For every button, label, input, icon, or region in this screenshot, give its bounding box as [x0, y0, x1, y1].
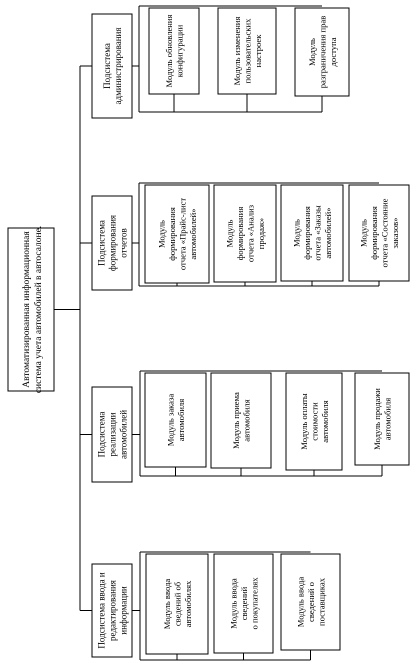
module-label: Модуль вводасведений обавтомобилях — [162, 579, 193, 630]
module-label-line: автомобиля — [320, 400, 330, 442]
module-label-line: автомобилей» — [188, 208, 198, 259]
module-label-line: Модуль — [292, 219, 302, 247]
module-label: Модуль заказаавтомобиля — [166, 394, 187, 447]
module-label-line: сведений о — [306, 582, 316, 622]
module-label-line: отчета «Анализ — [246, 204, 256, 262]
module-label-line: отчета «Прайс-лист — [178, 198, 188, 270]
subsystem-box — [91, 563, 133, 658]
module-label: Модульформированияотчета «Состояниезаказ… — [359, 198, 401, 267]
subsystem-label-line: Подсистема — [97, 220, 107, 266]
module-box — [145, 553, 209, 655]
subsystem-box — [91, 13, 133, 119]
module-box — [285, 372, 343, 471]
module-label-line: Модуль ввода — [295, 577, 305, 628]
subsystem-label: Подсистема ввода иредактированияинформац… — [97, 572, 129, 648]
module-label-line: Модуль — [307, 38, 317, 66]
module-label-line: Модуль продажи — [372, 388, 382, 450]
subsystem-label-line: редактирования — [108, 580, 118, 641]
root-label-line: система учета автомобилей в автосалоне. — [33, 226, 44, 393]
module-label-line: заказов» — [390, 217, 400, 248]
module-label-line: Модуль обновления — [164, 15, 174, 88]
subsystem-label-line: отчетов — [119, 228, 129, 257]
module-label-line: автомобиля — [242, 399, 252, 441]
module-label-line: автомобиля — [383, 398, 393, 440]
module-label-line: Модуль — [359, 219, 369, 247]
subsystem-label: Подсистемареализацииавтомобилей — [97, 410, 129, 459]
module-label: Модульформированияотчета «Прайс-листавто… — [157, 198, 199, 270]
module-label-line: автомобиля — [176, 399, 186, 441]
module-box — [144, 372, 207, 468]
module-label-line: сведений — [239, 586, 249, 620]
module-label-line: Модуль оплаты — [299, 393, 309, 450]
module-label-line: Модуль ввода — [228, 578, 238, 629]
subsystem-box — [91, 195, 133, 291]
root-box — [7, 227, 55, 392]
subsystem-label-line: Подсистема — [97, 412, 107, 458]
module-label: Модуль приемаавтомобиля — [231, 392, 252, 449]
root-label-line: Автоматизированная информационная — [21, 231, 32, 388]
subsystem-label: Подсистемаформированияотчетов — [97, 215, 129, 271]
module-box — [144, 184, 210, 284]
module-label: Модуль оплатыстоимостиавтомобиля — [299, 393, 330, 450]
module-label: Модульформированияотчета «Заказыавтомоби… — [292, 205, 334, 261]
module-label-line: автомобилей» — [323, 207, 333, 258]
module-label-line: отчета «Состояние — [380, 198, 390, 267]
module-label-line: о покупателях — [249, 577, 259, 630]
subsystem-label-line: формирования — [108, 215, 118, 271]
module-box — [348, 184, 410, 282]
module-box — [213, 553, 274, 654]
module-label-line: Модуль — [225, 219, 235, 247]
module-box — [210, 372, 272, 469]
subsystem-label-line: информации — [119, 586, 129, 635]
subsystem-box — [91, 386, 133, 483]
subsystem-label-line: администрирования — [113, 28, 123, 105]
module-label-line: доступа — [328, 37, 338, 66]
module-box — [294, 7, 350, 97]
module-label-line: Модуль ввода — [162, 579, 172, 630]
module-label-line: Модуль — [157, 220, 167, 248]
module-box — [148, 7, 200, 95]
module-label: Модуль продажиавтомобиля — [372, 388, 393, 450]
module-label-line: автомобилях — [183, 580, 193, 627]
module-box — [354, 372, 410, 466]
module-label-line: формирования — [167, 207, 177, 261]
module-label-line: сведений об — [172, 581, 182, 626]
module-label-line: пользовательских — [242, 18, 252, 84]
module-label: Модуль обновленияконфигурации — [164, 15, 185, 88]
module-label: Модульформированияотчета «Анализпродаж» — [225, 204, 267, 262]
module-label-line: Модуль изменения — [232, 17, 242, 86]
subsystem-label-line: автомобилей — [119, 410, 129, 459]
module-label-line: формирования — [235, 207, 245, 261]
module-box — [217, 7, 277, 95]
module-label-line: конфигурации — [175, 24, 185, 77]
module-label: Модуль вводасведений опоставщиках — [295, 577, 326, 628]
module-box — [280, 184, 344, 282]
module-label-line: поставщиках — [316, 577, 326, 626]
module-label-line: стоимости — [309, 402, 319, 441]
module-label: Модульразграничения правдоступа — [307, 16, 338, 89]
module-label: Модуль вводасведенийо покупателях — [228, 577, 259, 630]
module-box — [213, 184, 277, 283]
module-label-line: формирования — [369, 206, 379, 260]
module-label-line: продаж» — [256, 218, 266, 249]
module-label-line: отчета «Заказы — [313, 205, 323, 261]
subsystem-label: Подсистемаадминистрирования — [102, 28, 123, 105]
subsystem-label-line: Подсистема ввода и — [97, 572, 107, 648]
module-label-line: формирования — [302, 206, 312, 260]
module-box — [280, 553, 341, 651]
module-label-line: Модуль приема — [231, 392, 241, 449]
module-label-line: Модуль заказа — [166, 394, 176, 447]
module-label-line: разграничения прав — [317, 16, 327, 89]
subsystem-label-line: реализации — [108, 412, 118, 456]
module-label: Модуль измененияпользовательскихнастроек — [232, 17, 263, 86]
module-label-line: настроек — [253, 34, 263, 68]
subsystem-label-line: Подсистема — [102, 43, 112, 89]
